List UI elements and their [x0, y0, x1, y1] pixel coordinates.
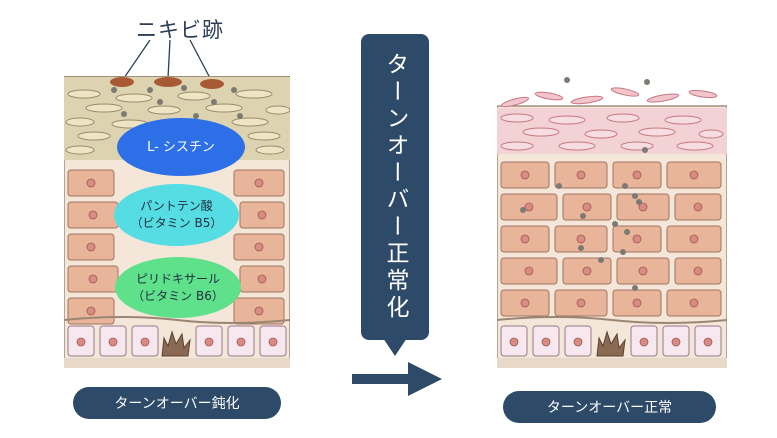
skin-normal-diagram: [497, 76, 727, 368]
right-arrow-icon: [352, 362, 442, 396]
banner-label: ターンオーバー正常化: [382, 52, 408, 322]
pantothenic-acid-label: パントテン酸: [140, 199, 213, 213]
title-pointer-lines: [123, 39, 211, 79]
pyridoxal-ellipse: ピリドキサール （ビタミン B6）: [115, 257, 241, 318]
vitamin-b5-label: （ビタミン B5）: [130, 216, 223, 230]
skin-sluggish-diagram: [64, 76, 290, 368]
vitamin-b6-label: （ビタミン B6）: [132, 288, 224, 303]
sluggish-turnover-label: ターンオーバー鈍化: [114, 396, 240, 412]
normal-turnover-label: ターンオーバー正常: [546, 400, 673, 416]
sluggish-turnover-caption: ターンオーバー鈍化: [73, 387, 281, 419]
cystine-ellipse: L- シスチン: [117, 118, 245, 176]
cystine-label: L- シスチン: [147, 139, 215, 155]
pyridoxal-label: ピリドキサール: [135, 271, 220, 286]
banner-pointer: [383, 338, 407, 356]
pantothenic-acid-ellipse: パントテン酸 （ビタミン B5）: [114, 184, 239, 246]
turnover-normalization-banner: ターンオーバー正常化: [361, 34, 429, 340]
normal-turnover-caption: ターンオーバー正常: [503, 391, 716, 423]
acne-scar-title: ニキビ跡: [136, 18, 224, 42]
